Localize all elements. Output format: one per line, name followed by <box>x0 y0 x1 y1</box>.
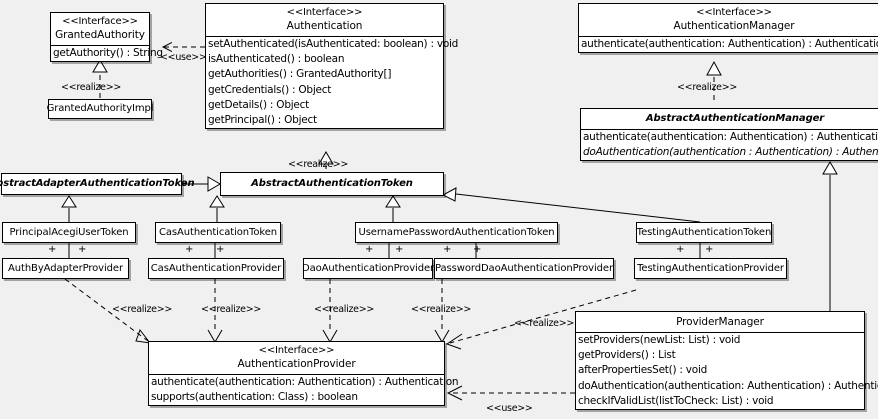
class-granted-authority[interactable]: <<Interface>> GrantedAuthority getAuthor… <box>50 12 163 63</box>
operation: getPrincipal() : Object <box>208 114 317 127</box>
operation: setAuthenticated(isAuthenticated: boolea… <box>208 38 459 50</box>
class-header: <<Interface>> GrantedAuthority <box>51 13 149 45</box>
class-header: AbstractAuthenticationManager <box>581 109 878 129</box>
operation: checkIfValidList(listToCheck: List) : vo… <box>578 394 774 407</box>
edge-label-realize-daoauthenticationprovider: <<realize>> <box>314 304 375 315</box>
edge-label-realize-abstractauthenticationtoken: <<realize>> <box>288 159 349 170</box>
class-name: AbstractAuthenticationToken <box>251 178 413 189</box>
class-name: DaoAuthenticationProvider <box>301 262 435 274</box>
class-name: UsernamePasswordAuthenticationToken <box>358 226 555 238</box>
operations-compartment: setAuthenticated(isAuthenticated: boolea… <box>206 36 459 128</box>
edge-label-use-providermanager-authenticationprovider: <<use>> <box>486 403 533 414</box>
operation: authenticate(authentication: Authenticat… <box>583 131 878 143</box>
operations-compartment: getAuthority() : String <box>51 45 163 61</box>
stereotype-label: <<Interface>> <box>258 345 335 356</box>
association-adornment-plus: + <box>48 244 57 255</box>
class-name: AuthenticationProvider <box>237 358 356 370</box>
association-adornment-plus: + <box>705 244 714 255</box>
class-name: Authentication <box>286 20 363 32</box>
operation: getDetails() : Object <box>208 98 309 111</box>
class-name: AuthenticationManager <box>673 20 795 32</box>
operation: getCredentials() : Object <box>208 83 332 96</box>
association-adornment-plus: + <box>78 244 87 255</box>
edge-label-realize-authbyadapterprovider: <<realize>> <box>112 304 173 315</box>
class-name: CasAuthenticationProvider <box>150 262 282 274</box>
class-header: <<Interface>> AuthenticationManager <box>579 4 878 36</box>
association-adornment-plus: + <box>473 244 482 255</box>
class-header: <<Interface>> Authentication <box>206 4 443 36</box>
association-adornment-plus: + <box>676 244 685 255</box>
class-cas-authentication-provider[interactable]: CasAuthenticationProvider <box>148 258 284 279</box>
class-name: ProviderManager <box>676 316 764 328</box>
operations-compartment: setProviders(newList: List) : void getPr… <box>576 332 878 409</box>
operation: getProviders() : List <box>578 349 676 362</box>
edge-label-use-authentication-grantedauthority: <<use>> <box>160 52 207 63</box>
class-cas-authentication-token[interactable]: CasAuthenticationToken <box>155 222 281 243</box>
class-header: ProviderManager <box>576 312 864 332</box>
stereotype-label: <<Interface>> <box>62 16 138 27</box>
class-authentication-provider[interactable]: <<Interface>> AuthenticationProvider aut… <box>148 341 459 407</box>
class-name: AbstractAdapterAuthenticationToken <box>0 178 195 189</box>
operation: supports(authentication: Class) : boolea… <box>151 391 358 404</box>
class-name: GrantedAuthorityImpl <box>46 103 154 114</box>
class-name: AbstractAuthenticationManager <box>645 113 825 124</box>
operation: doAuthentication(authentication : Authen… <box>583 146 878 159</box>
class-name: GrantedAuthority <box>55 29 145 41</box>
association-adornment-plus: + <box>365 244 374 255</box>
operation: setProviders(newList: List) : void <box>578 334 741 346</box>
class-testing-authentication-token[interactable]: TestingAuthenticationToken <box>636 222 772 243</box>
class-principal-acegi-user-token[interactable]: PrincipalAcegiUserToken <box>2 222 136 243</box>
class-password-dao-authentication-provider[interactable]: PasswordDaoAuthenticationProvider <box>434 258 614 279</box>
class-abstract-authentication-token[interactable]: AbstractAuthenticationToken <box>220 172 444 196</box>
operation: doAuthentication(authentication: Authent… <box>578 379 878 392</box>
edge-label-realize-passworddaoauthenticationprovider: <<realize>> <box>411 304 472 315</box>
edge-label-realize-providermanager: <<realize>> <box>514 318 575 329</box>
class-name: TestingAuthenticationProvider <box>637 262 784 274</box>
operations-compartment: authenticate(authentication: Authenticat… <box>579 36 878 52</box>
class-name: PrincipalAcegiUserToken <box>9 226 129 238</box>
stereotype-label: <<Interface>> <box>696 7 772 18</box>
class-abstract-adapter-authentication-token[interactable]: AbstractAdapterAuthenticationToken <box>0 173 195 195</box>
class-auth-by-adapter-provider[interactable]: AuthByAdapterProvider <box>2 258 129 279</box>
class-dao-authentication-provider[interactable]: DaoAuthenticationProvider <box>301 258 435 279</box>
operation: isAuthenticated() : boolean <box>208 53 345 66</box>
class-name: PasswordDaoAuthenticationProvider <box>435 262 613 274</box>
association-adornment-plus: + <box>443 244 452 255</box>
association-adornment-plus: + <box>185 244 194 255</box>
edge-label-realize-grantedauthorityimpl: <<realize>> <box>61 82 122 93</box>
operations-compartment: authenticate(authentication: Authenticat… <box>149 374 459 405</box>
edge-label-realize-abstractauthenticationmanager: <<realize>> <box>677 82 738 93</box>
class-provider-manager[interactable]: ProviderManager setProviders(newList: Li… <box>575 311 878 411</box>
edge-label-realize-casauthenticationprovider: <<realize>> <box>201 304 262 315</box>
operation: afterPropertiesSet() : void <box>578 364 708 377</box>
association-adornment-plus: + <box>395 244 404 255</box>
class-abstract-authentication-manager[interactable]: AbstractAuthenticationManager authentica… <box>580 108 878 162</box>
class-name: TestingAuthenticationToken <box>636 226 772 238</box>
class-name: CasAuthenticationToken <box>159 226 277 238</box>
operation: getAuthority() : String <box>53 47 163 59</box>
class-granted-authority-impl[interactable]: GrantedAuthorityImpl <box>46 99 154 119</box>
association-adornment-plus: + <box>216 244 225 255</box>
class-username-password-authentication-token[interactable]: UsernamePasswordAuthenticationToken <box>355 222 558 243</box>
stereotype-label: <<Interface>> <box>286 7 363 18</box>
class-authentication[interactable]: <<Interface>> Authentication setAuthenti… <box>205 3 459 130</box>
operations-compartment: authenticate(authentication: Authenticat… <box>581 129 878 160</box>
class-header: <<Interface>> AuthenticationProvider <box>149 342 444 374</box>
class-testing-authentication-provider[interactable]: TestingAuthenticationProvider <box>634 258 787 279</box>
operation: getAuthorities() : GrantedAuthority[] <box>208 68 392 81</box>
operation: authenticate(authentication: Authenticat… <box>151 376 459 388</box>
class-authentication-manager[interactable]: <<Interface>> AuthenticationManager auth… <box>578 3 878 54</box>
class-name: AuthByAdapterProvider <box>8 262 123 274</box>
operation: authenticate(authentication: Authenticat… <box>581 38 878 50</box>
